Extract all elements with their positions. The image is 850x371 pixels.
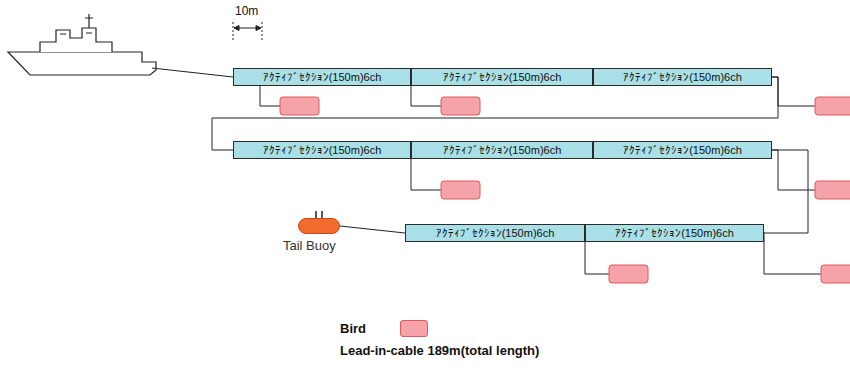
- active-section: ｱｸﾃｨﾌﾞｾｸｼｮﾝ(150m)6ch: [593, 141, 772, 159]
- legend-swatch: [400, 320, 428, 337]
- node-text: ｱｸﾃｨﾌﾞｾｸｼｮﾝ(150m)6ch: [263, 71, 382, 83]
- active-section: ｱｸﾃｨﾌﾞｾｸｼｮﾝ(150m)6ch: [233, 68, 411, 86]
- active-section: ｱｸﾃｨﾌﾞｾｸｼｮﾝ(150m)6ch: [411, 141, 593, 159]
- streamer-cable: [212, 77, 778, 150]
- cable-note: Lead-in-cable 189m(total length): [340, 343, 539, 358]
- lead-in-cable: [152, 68, 233, 77]
- streamer-cable: [764, 150, 808, 233]
- node-text: ｱｸﾃｨﾌﾞｾｸｼｮﾝ(150m)6ch: [436, 227, 555, 239]
- ship: [8, 14, 156, 75]
- active-section: ｱｸﾃｨﾌﾞｾｸｼｮﾝ(150m)6ch: [233, 141, 411, 159]
- legend-text: Bird: [340, 321, 366, 336]
- dimension-label: 10m: [235, 4, 258, 18]
- node-text: ｱｸﾃｨﾌﾞｾｸｼｮﾝ(150m)6ch: [623, 71, 742, 83]
- active-section: ｱｸﾃｨﾌﾞｾｸｼｮﾝ(150m)6ch: [593, 68, 772, 86]
- active-section: ｱｸﾃｨﾌﾞｾｸｼｮﾝ(150m)6ch: [405, 224, 585, 242]
- node-text: ｱｸﾃｨﾌﾞｾｸｼｮﾝ(150m)6ch: [623, 144, 742, 156]
- node-text: ｱｸﾃｨﾌﾞｾｸｼｮﾝ(150m)6ch: [443, 71, 562, 83]
- dimension-10m: [233, 22, 262, 42]
- bird-leaders: [260, 77, 821, 274]
- active-section: ｱｸﾃｨﾌﾞｾｸｼｮﾝ(150m)6ch: [585, 224, 764, 242]
- node-text: ｱｸﾃｨﾌﾞｾｸｼｮﾝ(150m)6ch: [263, 144, 382, 156]
- node-text: ｱｸﾃｨﾌﾞｾｸｼｮﾝ(150m)6ch: [615, 227, 734, 239]
- node-text: ｱｸﾃｨﾌﾞｾｸｼｮﾝ(150m)6ch: [443, 144, 562, 156]
- streamer-cable: [340, 226, 405, 233]
- birds: [280, 97, 850, 283]
- tail-buoy: Tail Buoy: [298, 218, 340, 234]
- node-text: Tail Buoy: [283, 238, 336, 253]
- active-section: ｱｸﾃｨﾌﾞｾｸｼｮﾝ(150m)6ch: [411, 68, 593, 86]
